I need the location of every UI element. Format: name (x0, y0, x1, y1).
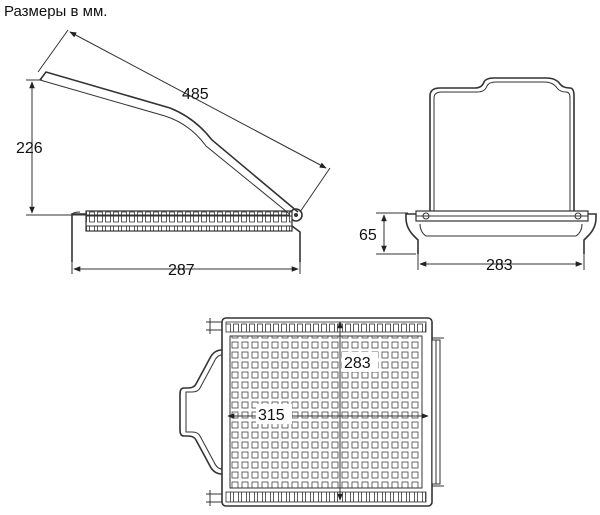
dim-top-depth: 283 (344, 355, 371, 372)
dim-side-height: 226 (16, 140, 43, 157)
side-view: 485 226 287 (16, 29, 331, 279)
side-rail (39, 71, 299, 213)
dim-front-width: 283 (486, 257, 513, 274)
units-caption: Размеры в мм. (4, 3, 108, 20)
top-view: 283 315 (179, 317, 444, 507)
dim-front-height: 65 (359, 227, 377, 244)
dim-side-depth: 287 (168, 262, 195, 279)
front-view: 65 283 (359, 77, 597, 274)
dim-top-width: 315 (258, 407, 285, 424)
side-rack (85, 210, 293, 232)
front-handle (429, 77, 575, 213)
dim-side-length: 485 (182, 86, 209, 103)
top-handle (179, 349, 223, 475)
